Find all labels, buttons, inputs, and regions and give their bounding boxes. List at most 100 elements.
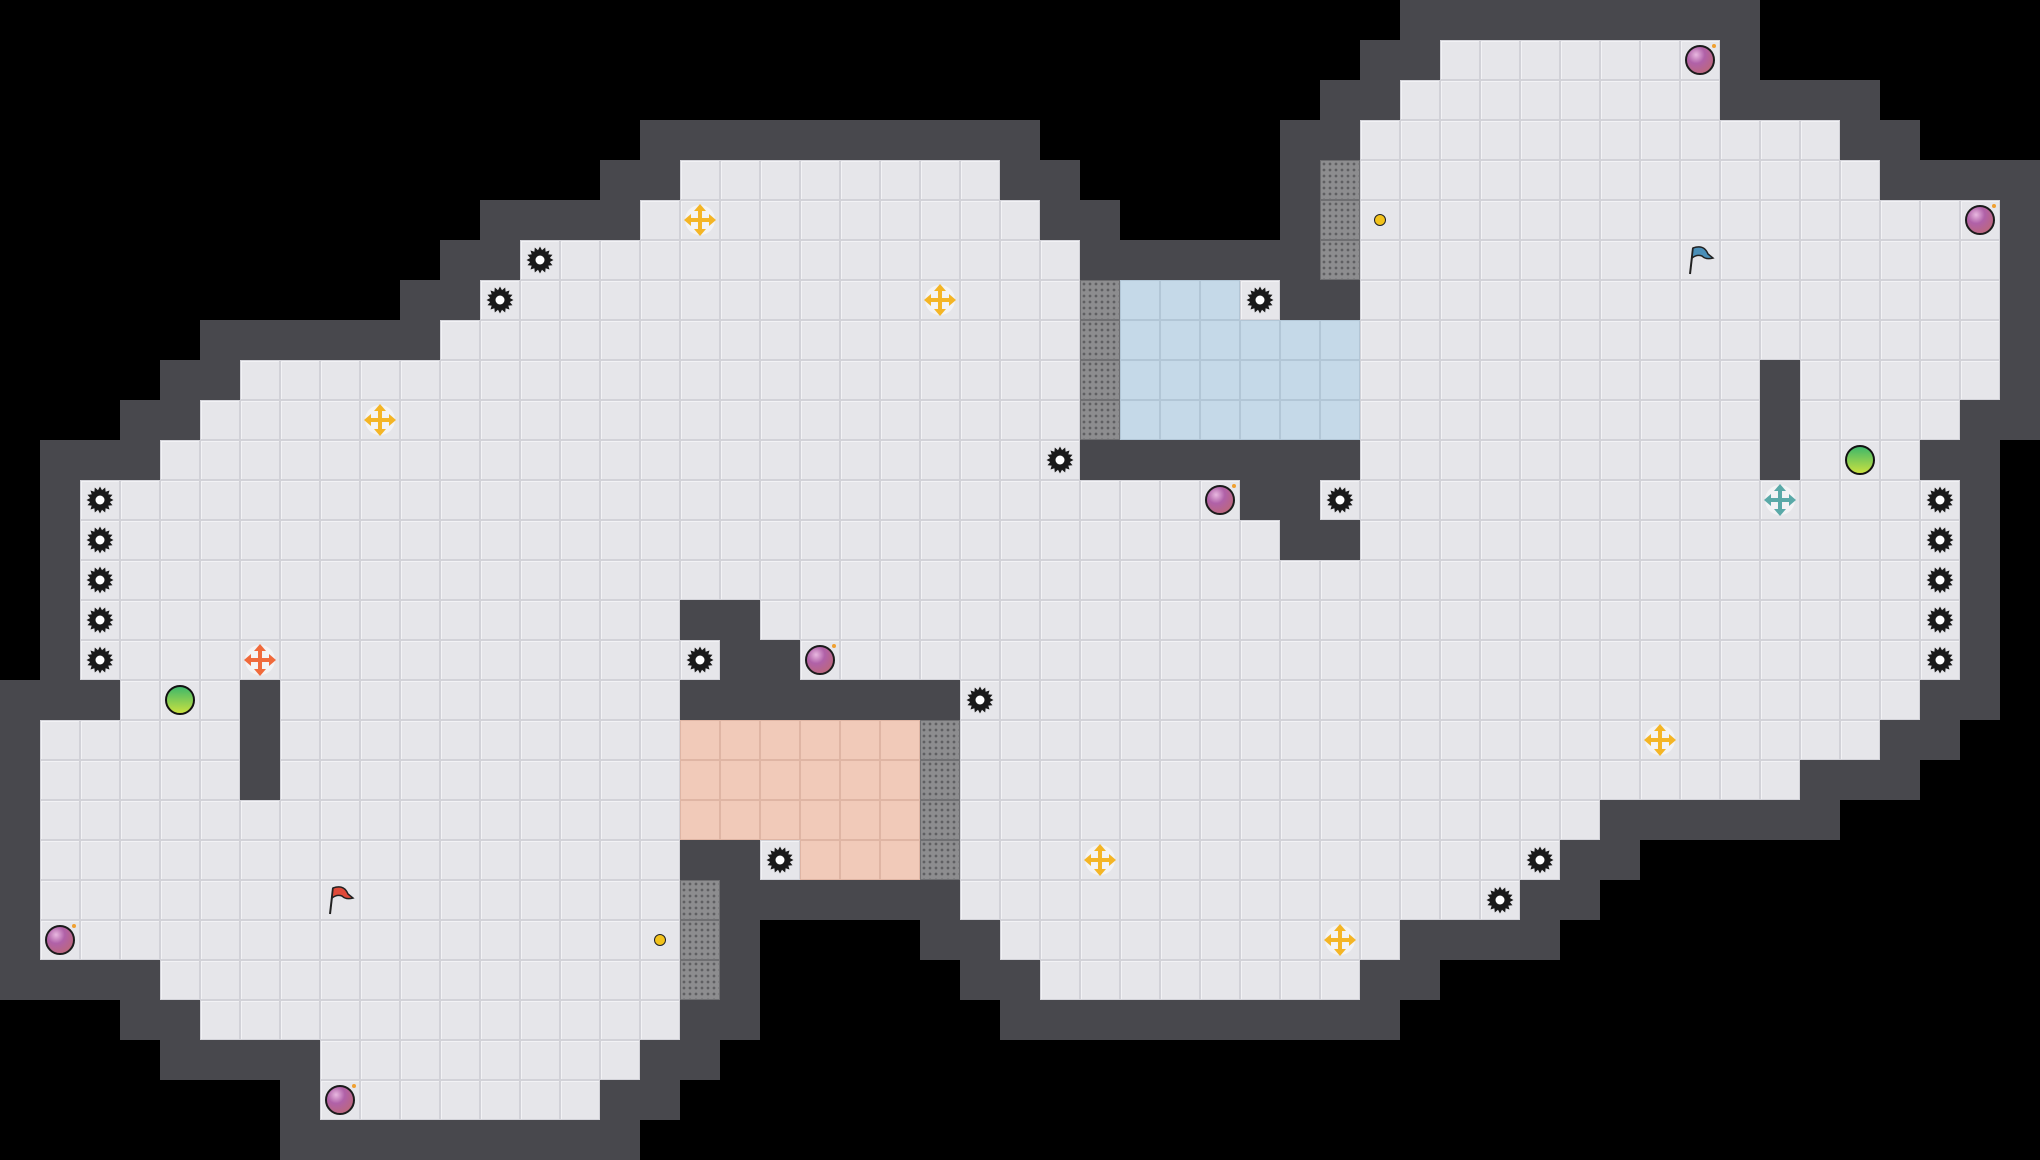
- wall-tile: [160, 400, 200, 440]
- floor-tile: [360, 560, 400, 600]
- floor-tile: [200, 560, 240, 600]
- floor-tile: [1720, 200, 1760, 240]
- floor-tile: [1520, 160, 1560, 200]
- floor-tile: [1600, 280, 1640, 320]
- floor-tile: [240, 1000, 280, 1040]
- floor-tile: [1080, 720, 1120, 760]
- blue-team-tile: [1120, 280, 1160, 320]
- floor-tile: [520, 600, 560, 640]
- floor-tile: [1440, 720, 1480, 760]
- floor-tile: [1000, 240, 1040, 280]
- floor-tile: [1680, 280, 1720, 320]
- floor-tile: [440, 720, 480, 760]
- wall-tile: [2000, 320, 2040, 360]
- floor-tile: [1360, 520, 1400, 560]
- spike-icon: [1480, 880, 1520, 920]
- wall-tile: [360, 320, 400, 360]
- floor-tile: [640, 840, 680, 880]
- floor-tile: [520, 720, 560, 760]
- floor-tile: [640, 1000, 680, 1040]
- floor-tile: [840, 160, 880, 200]
- floor-tile: [600, 360, 640, 400]
- floor-tile: [1640, 560, 1680, 600]
- wall-tile: [1120, 440, 1160, 480]
- floor-tile: [1360, 560, 1400, 600]
- floor-tile: [440, 1080, 480, 1120]
- floor-tile: [840, 280, 880, 320]
- floor-tile: [1400, 80, 1440, 120]
- wall-tile: [160, 1000, 200, 1040]
- floor-tile: [1440, 160, 1480, 200]
- floor-tile: [1360, 360, 1400, 400]
- floor-tile: [1520, 600, 1560, 640]
- floor-tile: [1840, 520, 1880, 560]
- floor-tile: [760, 480, 800, 520]
- floor-tile: [1440, 200, 1480, 240]
- red-team-tile: [840, 720, 880, 760]
- wall-tile: [760, 880, 800, 920]
- floor-tile: [600, 840, 640, 880]
- spike-icon: [960, 680, 1000, 720]
- floor-tile: [640, 680, 680, 720]
- floor-tile: [680, 240, 720, 280]
- floor-tile: [840, 480, 880, 520]
- floor-tile: [800, 400, 840, 440]
- floor-tile: [240, 600, 280, 640]
- floor-tile: [1040, 680, 1080, 720]
- floor-tile: [1360, 880, 1400, 920]
- floor-tile: [1880, 520, 1920, 560]
- powerup-icon: [1840, 440, 1880, 480]
- floor-tile: [1600, 360, 1640, 400]
- wall-tile: [1320, 440, 1360, 480]
- wall-tile: [0, 800, 40, 840]
- floor-tile: [1440, 80, 1480, 120]
- floor-tile: [480, 720, 520, 760]
- floor-tile: [960, 720, 1000, 760]
- wall-tile: [1760, 400, 1800, 440]
- floor-tile: [960, 160, 1000, 200]
- floor-tile: [1640, 280, 1680, 320]
- floor-tile: [1840, 680, 1880, 720]
- wall-tile: [1080, 440, 1120, 480]
- floor-tile: [600, 960, 640, 1000]
- floor-tile: [600, 720, 640, 760]
- wall-tile: [1040, 160, 1080, 200]
- gate-tile: [680, 920, 720, 960]
- floor-tile: [1480, 360, 1520, 400]
- floor-tile: [1560, 120, 1600, 160]
- floor-tile: [1200, 840, 1240, 880]
- floor-tile: [1720, 440, 1760, 480]
- floor-tile: [40, 720, 80, 760]
- floor-tile: [400, 960, 440, 1000]
- floor-tile: [600, 520, 640, 560]
- floor-tile: [920, 640, 960, 680]
- floor-tile: [720, 520, 760, 560]
- floor-tile: [120, 920, 160, 960]
- wall-tile: [1280, 1000, 1320, 1040]
- floor-tile: [1680, 160, 1720, 200]
- floor-tile: [200, 920, 240, 960]
- floor-tile: [160, 800, 200, 840]
- floor-tile: [1320, 760, 1360, 800]
- wall-tile: [1880, 720, 1920, 760]
- floor-tile: [520, 760, 560, 800]
- floor-tile: [840, 600, 880, 640]
- floor-tile: [1480, 240, 1520, 280]
- floor-tile: [840, 440, 880, 480]
- wall-tile: [1360, 1000, 1400, 1040]
- floor-tile: [760, 440, 800, 480]
- floor-tile: [400, 560, 440, 600]
- floor-tile: [640, 600, 680, 640]
- floor-tile: [1640, 40, 1680, 80]
- floor-tile: [1160, 720, 1200, 760]
- floor-tile: [360, 440, 400, 480]
- floor-tile: [1840, 400, 1880, 440]
- floor-tile: [1160, 800, 1200, 840]
- floor-tile: [320, 720, 360, 760]
- wall-tile: [960, 120, 1000, 160]
- floor-tile: [1080, 600, 1120, 640]
- wall-tile: [680, 120, 720, 160]
- blue-team-tile: [1160, 360, 1200, 400]
- floor-tile: [1080, 920, 1120, 960]
- floor-tile: [1680, 400, 1720, 440]
